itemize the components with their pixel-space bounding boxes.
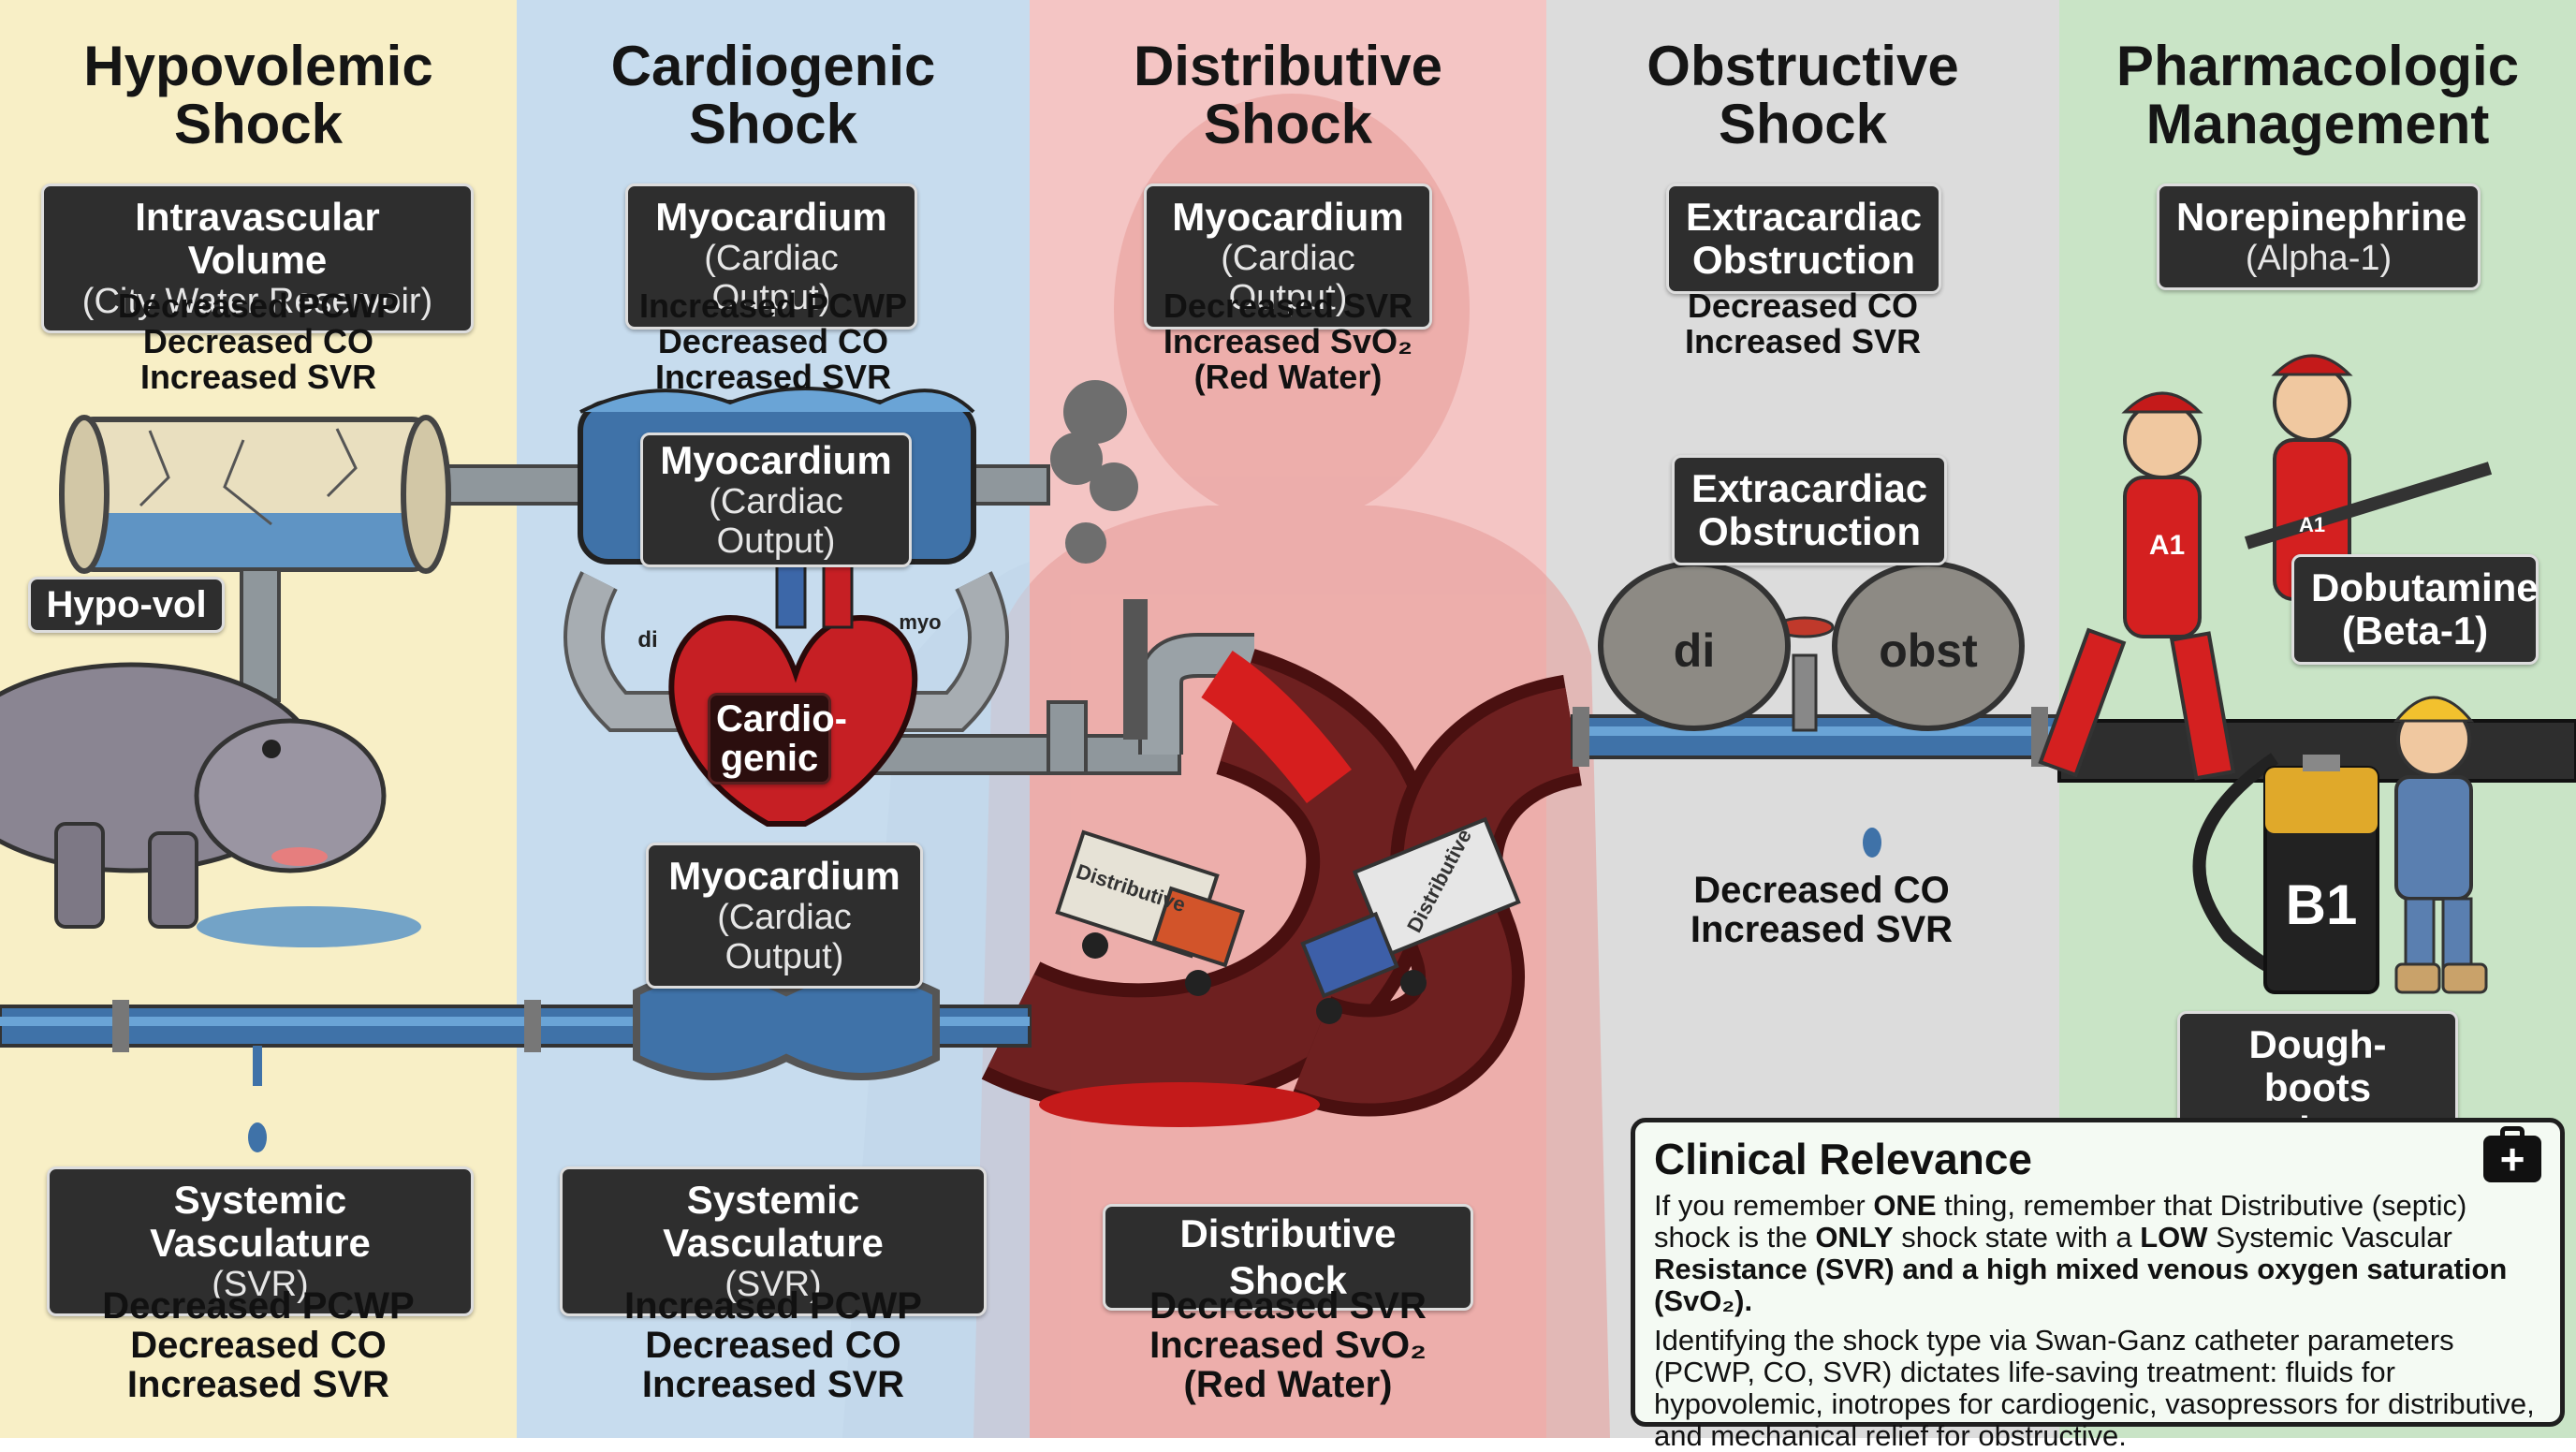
clinical-paragraph-1: If you remember ONE thing, remember that… xyxy=(1654,1189,2508,1317)
notes-cardiogenic-bottom: Increased PCWP Decreased CO Increased SV… xyxy=(624,1285,922,1405)
label-dobutamine: Dobutamine (Beta-1) xyxy=(2291,554,2539,665)
battery xyxy=(2263,755,2379,994)
boulder-right-text: obst xyxy=(1879,624,1978,677)
label-hypo-vol: Hypo-vol xyxy=(28,577,225,633)
notes-obstructive-bottom: Decreased CO Increased SVR xyxy=(1690,870,1954,950)
label-myocardium-tank: Myocardium (Cardiac Output) xyxy=(640,433,912,567)
smoke xyxy=(1050,380,1138,564)
label-cardiogenic-heart: Cardio- genic xyxy=(708,693,847,785)
water-reservoir xyxy=(59,415,451,702)
miner xyxy=(2393,696,2488,994)
first-aid-kit-icon xyxy=(2483,1126,2541,1182)
arm-right-label: myo xyxy=(899,610,942,634)
label-myocardium-mid: Myocardium (Cardiac Output) xyxy=(646,843,923,989)
badge-a1-right: A1 xyxy=(2298,513,2326,536)
truck-right xyxy=(1300,816,1521,1024)
robot-arms xyxy=(564,571,1009,732)
label-intravascular-volume: Intravascular Volume (City Water Reservo… xyxy=(41,183,474,333)
notes-hypovolemic-bottom: Decreased PCWP Decreased CO Increased SV… xyxy=(102,1285,415,1405)
clinical-relevance-box: Clinical Relevance If you remember ONE t… xyxy=(1631,1118,2565,1452)
label-distributive-shock: Distributive Shock xyxy=(1103,1204,1473,1311)
clinical-paragraph-2: Identifying the shock type via Swan-Ganz… xyxy=(1654,1324,2535,1452)
worker-norepinephrine-1 xyxy=(2038,391,2236,781)
label-extracardiac-obstruction-top: Extracardiac Obstruction xyxy=(1666,183,1941,294)
lower-pipe xyxy=(0,970,1032,1152)
truck-left xyxy=(1055,829,1245,996)
label-norepinephrine: Norepinephrine (Alpha-1) xyxy=(2157,183,2481,290)
clinical-heading: Clinical Relevance xyxy=(1654,1135,2032,1183)
label-myocardium-cardiogenic: Myocardium (Cardiac Output) xyxy=(625,183,917,330)
arm-left-label: di xyxy=(637,627,658,653)
notes-distributive-top: Decreased SVR Increased SvO₂ (Red Water) xyxy=(1163,286,1413,396)
label-myocardium-distributive: Myocardium (Cardiac Output) xyxy=(1144,183,1432,330)
battery-label: B1 xyxy=(2285,873,2358,936)
notes-distributive-bottom: Decreased SVR Increased SvO₂ (Red Water) xyxy=(1149,1285,1427,1405)
label-systemic-vasculature-2: Systemic Vasculature (SVR) xyxy=(560,1166,987,1316)
notes-hypovolemic-top: Decreased PCWP Decreased CO Increased SV… xyxy=(117,286,400,396)
label-systemic-vasculature-1: Systemic Vasculature (SVR) xyxy=(47,1166,474,1316)
hippo xyxy=(0,662,421,947)
badge-a1-left: A1 xyxy=(2148,530,2186,561)
boulder-left-text: di xyxy=(1673,624,1716,677)
notes-cardiogenic-top: Increased PCWP Decreased CO Increased SV… xyxy=(638,286,908,396)
notes-obstructive-top: Decreased CO Increased SVR xyxy=(1684,286,1922,360)
label-extracardiac-obstruction-mid: Extracardiac Obstruction xyxy=(1672,455,1947,565)
